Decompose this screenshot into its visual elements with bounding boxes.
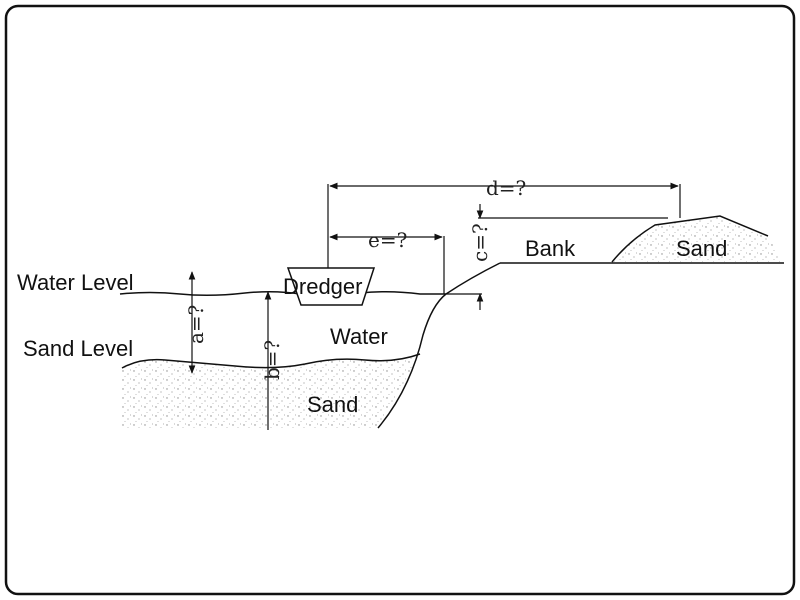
sand-fill	[122, 354, 420, 428]
bank-label: Bank	[525, 236, 576, 261]
outer-frame	[4, 4, 796, 596]
b-label: b=?	[260, 340, 284, 380]
sand-bank-fill	[612, 216, 782, 262]
water-label: Water	[330, 324, 388, 349]
dredger-label: Dredger	[283, 274, 362, 299]
d-label: d=?	[486, 176, 526, 200]
dredger-hull	[286, 267, 376, 306]
sand-bank-label: Sand	[676, 236, 727, 261]
a-label: a=?	[184, 305, 208, 344]
water-level-label: Water Level	[17, 270, 134, 295]
e-label: e=?	[368, 228, 407, 252]
sand-bottom-label: Sand	[307, 392, 358, 417]
sand-pile-outline	[611, 215, 769, 263]
sand-level-label: Sand Level	[23, 336, 133, 361]
water-level-line	[119, 290, 446, 297]
c-label: c=?	[468, 223, 492, 262]
bank-slope	[377, 262, 501, 429]
